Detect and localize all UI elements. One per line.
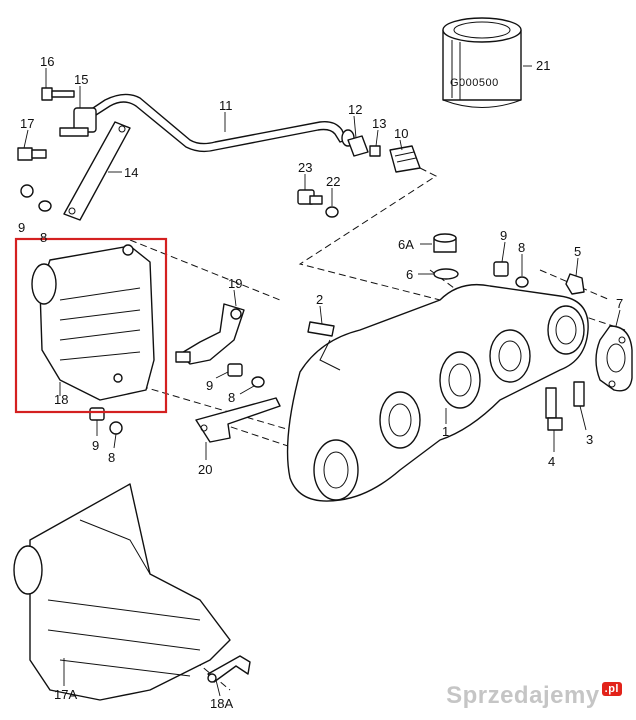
callout-8-center: 8	[228, 390, 235, 405]
callout-7: 7	[616, 296, 623, 311]
heat-shield-17a	[13, 483, 231, 701]
callout-15: 15	[74, 72, 88, 87]
selection-highlight	[14, 237, 168, 414]
callout-numbers: 16 15 11 12 13 10 21 17 14 9 8 23 22 6A …	[18, 54, 623, 711]
bracket-19	[175, 303, 245, 365]
fittings-mid	[297, 189, 339, 218]
callout-21: 21	[536, 58, 550, 73]
callout-20: 20	[198, 462, 212, 477]
callout-17: 17	[20, 116, 34, 131]
callout-16: 16	[40, 54, 54, 69]
callout-2: 2	[316, 292, 323, 307]
filter-cartridge: G000500	[442, 17, 522, 108]
callout-9-center: 9	[206, 378, 213, 393]
fittings-top	[347, 135, 421, 173]
callout-14: 14	[124, 165, 138, 180]
callout-10: 10	[394, 126, 408, 141]
watermark-badge: .pl	[601, 682, 622, 696]
callout-11: 11	[219, 98, 233, 113]
callout-19: 19	[228, 276, 242, 291]
callout-17a: 17A	[54, 687, 77, 702]
callout-5: 5	[574, 244, 581, 259]
callout-8-left: 8	[40, 230, 47, 245]
callout-8-bottom: 8	[108, 450, 115, 465]
gasket-7	[595, 325, 633, 392]
exhaust-manifold	[286, 283, 589, 502]
bolt-group-top-left	[17, 87, 97, 212]
heat-shield-18	[31, 244, 155, 401]
callout-6: 6	[406, 267, 413, 282]
watermark-text: Sprzedajemy	[446, 682, 600, 709]
callout-9-bottom: 9	[92, 438, 99, 453]
callout-4: 4	[548, 454, 555, 469]
callout-18: 18	[54, 392, 68, 407]
callout-8-right: 8	[518, 240, 525, 255]
callout-1: 1	[442, 424, 449, 439]
callout-6a: 6A	[398, 237, 414, 252]
callout-18a: 18A	[210, 696, 233, 711]
callout-22: 22	[326, 174, 340, 189]
leader-lines	[23, 65, 621, 697]
callout-3: 3	[586, 432, 593, 447]
bracket-20	[195, 397, 281, 443]
bracket-18a	[207, 655, 251, 683]
bracket-14	[63, 121, 131, 221]
callout-23: 23	[298, 160, 312, 175]
filter-label: G000500	[450, 77, 499, 89]
callout-13: 13	[372, 116, 386, 131]
callout-12: 12	[348, 102, 362, 117]
watermark: Sprzedajemy.pl	[446, 682, 622, 710]
right-small-parts	[433, 233, 585, 295]
callout-9-right: 9	[500, 228, 507, 243]
callout-9-left: 9	[18, 220, 25, 235]
nuts-center	[227, 363, 265, 388]
studs	[307, 321, 585, 431]
